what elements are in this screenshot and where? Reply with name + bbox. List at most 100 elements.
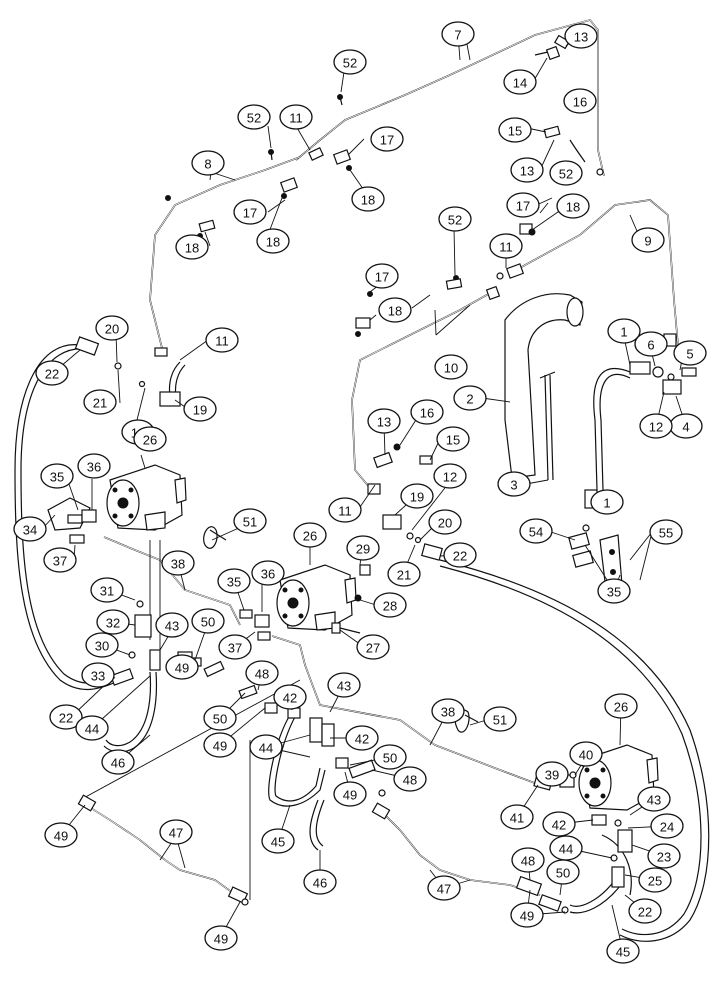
callout-bubble: [370, 126, 404, 152]
callout-bubble: [637, 786, 671, 812]
hose-45-right: [569, 834, 632, 914]
hose-2: [504, 293, 584, 479]
callout-bubble: [387, 561, 421, 587]
callout-bubble: [159, 819, 193, 845]
callout-number: 28: [383, 599, 397, 614]
callout-number: 11: [215, 334, 229, 349]
callout-number: 5: [686, 347, 693, 362]
callout-36: 36: [251, 560, 285, 586]
callout-number: 36: [87, 460, 101, 475]
callout-number: 3: [510, 478, 517, 493]
callout-bubble: [436, 426, 470, 452]
strap-51-a: [203, 526, 227, 549]
callout-number: 49: [520, 909, 534, 924]
callout-number: 26: [143, 433, 157, 448]
callout-bubble: [503, 69, 537, 95]
callout-bubble: [81, 662, 115, 688]
callout-number: 52: [448, 213, 462, 228]
callout-number: 43: [165, 619, 179, 634]
hose-1-4: [593, 367, 631, 491]
callout-number: 19: [193, 403, 207, 418]
callout-bubble: [647, 843, 681, 869]
callout-1: 1: [590, 489, 624, 515]
callout-number: 11: [289, 111, 303, 126]
callout-bubble: [535, 761, 569, 787]
callout-bubble: [378, 297, 412, 323]
callout-31: 31: [90, 577, 124, 603]
callout-bubble: [345, 725, 379, 751]
callout-bubble: [233, 199, 267, 225]
callout-22: 22: [49, 704, 83, 730]
callout-number: 52: [343, 56, 357, 71]
hose-22-right: [439, 559, 710, 942]
callout-46: 46: [101, 749, 135, 775]
callout-14: 14: [503, 69, 537, 95]
callout-bubble: [191, 608, 225, 634]
callout-bubble: [251, 560, 285, 586]
callout-48: 48: [511, 847, 545, 873]
callout-11: 11: [205, 327, 239, 353]
callout-bubble: [35, 360, 69, 386]
callout-number: 32: [106, 616, 120, 631]
callout-37: 37: [43, 547, 77, 573]
callout-21: 21: [83, 389, 117, 415]
callout-number: 49: [54, 829, 68, 844]
callout-bubble: [83, 389, 117, 415]
callout-bubble: [443, 542, 477, 568]
callout-bubble: [489, 233, 523, 259]
callout-number: 17: [375, 270, 389, 285]
callout-bubble: [500, 804, 534, 830]
callout-27: 27: [356, 634, 390, 660]
callout-39: 39: [535, 761, 569, 787]
callout-52: 52: [549, 160, 583, 186]
callout-bubble: [218, 634, 252, 660]
callout-number: 31: [100, 584, 114, 599]
callout-33: 33: [81, 662, 115, 688]
callout-bubble: [161, 550, 195, 576]
callout-16: 16: [563, 88, 597, 114]
callout-number: 46: [111, 756, 125, 771]
callout-number: 29: [356, 542, 370, 557]
callout-bubble: [256, 228, 290, 254]
callout-36: 36: [77, 453, 111, 479]
callout-bubble: [95, 315, 129, 341]
callout-22: 22: [443, 542, 477, 568]
callout-49: 49: [44, 822, 78, 848]
callout-number: 54: [529, 525, 543, 540]
callout-bubble: [293, 522, 327, 548]
callout-bubble: [205, 327, 239, 353]
callout-13: 13: [564, 23, 598, 49]
callout-number: 43: [647, 793, 661, 808]
callout-12: 12: [433, 463, 467, 489]
callout-10: 10: [434, 354, 468, 380]
callout-bubble: [546, 859, 580, 885]
callout-number: 34: [23, 523, 37, 538]
callout-22: 22: [35, 360, 69, 386]
motor-26-right: [578, 744, 659, 811]
callout-bubble: [101, 749, 135, 775]
callout-number: 30: [95, 639, 109, 654]
callout-number: 22: [453, 549, 467, 564]
callout-number: 24: [660, 820, 674, 835]
callout-number: 22: [59, 711, 73, 726]
callout-bubble: [77, 453, 111, 479]
callout-18: 18: [351, 186, 385, 212]
callout-number: 39: [545, 768, 559, 783]
callout-number: 52: [559, 167, 573, 182]
tube-38-right: [271, 635, 541, 786]
callout-number: 42: [283, 691, 297, 706]
callout-34: 34: [13, 516, 47, 542]
callout-bubble: [428, 509, 462, 535]
callout-bubble: [506, 192, 540, 218]
bracket-55: [568, 532, 623, 591]
callout-bubble: [351, 186, 385, 212]
callout-number: 25: [648, 874, 662, 889]
callout-bubble: [44, 822, 78, 848]
callout-bubble: [556, 193, 590, 219]
callout-number: 22: [45, 367, 59, 382]
callout-11: 11: [328, 497, 362, 523]
callout-number: 2: [466, 392, 473, 407]
callout-bubble: [96, 609, 130, 635]
callout-42: 42: [273, 684, 307, 710]
callout-bubble: [590, 489, 624, 515]
